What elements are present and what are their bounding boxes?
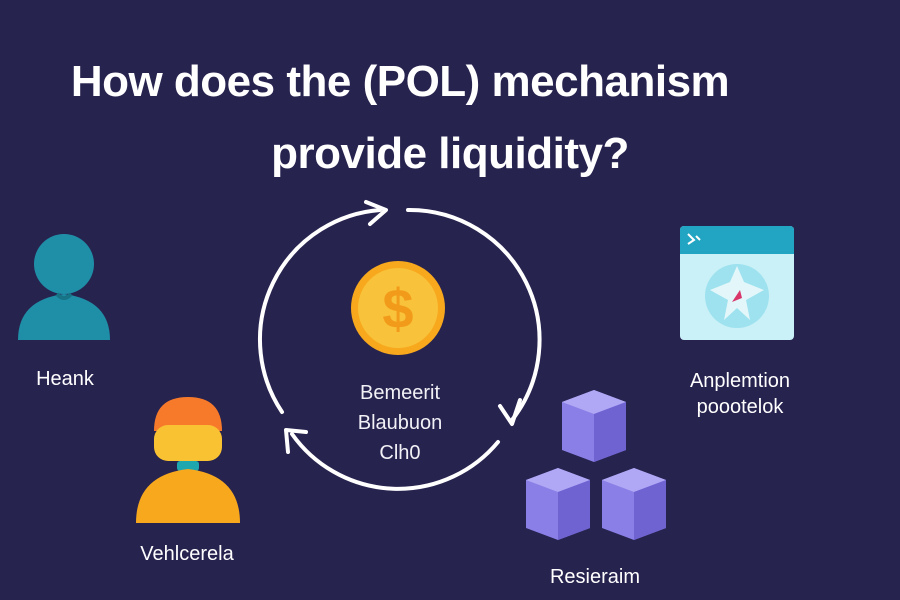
cycle-arrow-right (406, 207, 542, 422)
block-right (602, 468, 666, 540)
title-line-2: provide liquidity? (271, 129, 629, 178)
cycle-arrow-bottom-head (284, 428, 308, 454)
block-top (562, 390, 626, 462)
title-line-1: How does the (POL) mechanism (70, 57, 730, 106)
application-label-2: poootelok (696, 396, 784, 418)
coin-symbol: $ (382, 277, 413, 340)
dollar-coin-icon: $ (351, 261, 445, 355)
resieraim-label: Resieraim (549, 566, 641, 588)
cycle-arrow-left (258, 208, 382, 414)
cycle-arrow-right-head (498, 398, 522, 426)
center-label-3: Clh0 (379, 442, 421, 464)
worker-icon (136, 397, 240, 523)
vehlcerela-label: Vehlcerela (140, 543, 234, 565)
block-left (526, 468, 590, 540)
cycle-arrow-left-head (364, 200, 388, 226)
center-label-1: Bemeerit (359, 382, 441, 404)
application-label-1: Anplemtion (689, 370, 791, 392)
blocks-icon (526, 390, 666, 540)
cycle-diagram (258, 200, 542, 491)
center-label-2: Blaubuon (357, 412, 443, 434)
app-window-icon (680, 226, 794, 340)
cycle-arrow-bottom (290, 432, 500, 491)
user-icon (18, 234, 110, 340)
heank-label: Heank (36, 368, 94, 390)
